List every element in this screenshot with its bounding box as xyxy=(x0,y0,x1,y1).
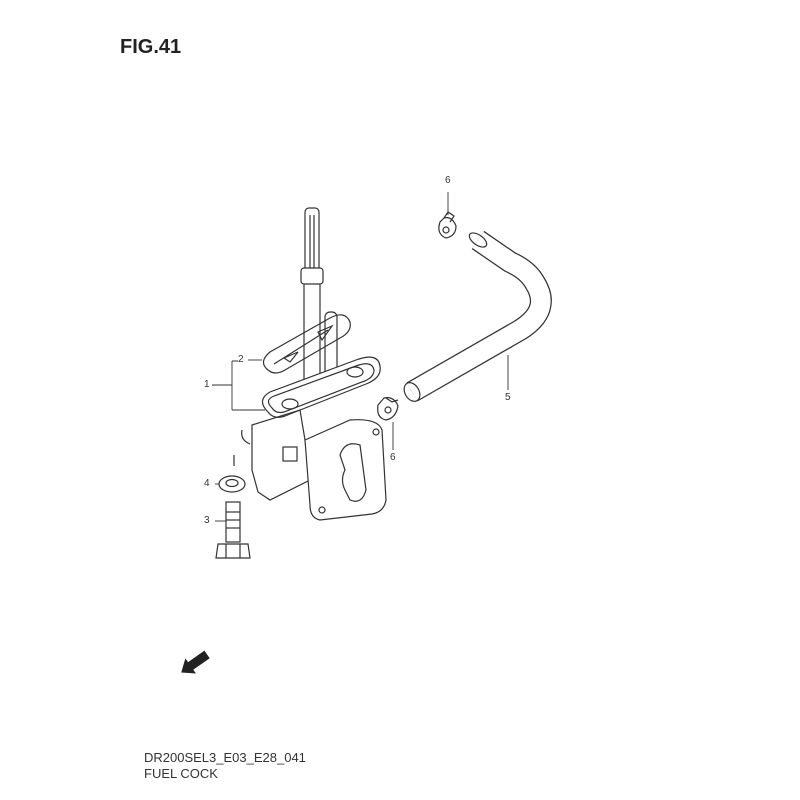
bolt xyxy=(215,501,251,559)
figure-title: FIG.41 xyxy=(120,36,182,58)
diagram-name: FUEL COCK xyxy=(144,766,218,781)
fuel-cock-stem xyxy=(300,207,338,400)
callout-3: 3 xyxy=(204,515,210,526)
leader-lines xyxy=(212,192,509,522)
callout-2: 2 xyxy=(238,354,244,365)
fuel-hose xyxy=(403,230,552,402)
callout-6-bottom: 6 xyxy=(390,452,396,463)
gasket xyxy=(262,314,351,374)
callout-6-top: 6 xyxy=(445,175,451,186)
hose-clamp-bottom xyxy=(377,397,399,421)
callout-4: 4 xyxy=(204,478,210,489)
fuel-cock-body xyxy=(241,356,387,521)
fwd-arrow-icon xyxy=(181,650,210,674)
washer xyxy=(218,455,246,493)
hose-clamp-top xyxy=(438,211,457,239)
callout-5: 5 xyxy=(505,392,511,403)
diagram-code: DR200SEL3_E03_E28_041 xyxy=(144,750,306,765)
callout-1: 1 xyxy=(204,379,210,390)
